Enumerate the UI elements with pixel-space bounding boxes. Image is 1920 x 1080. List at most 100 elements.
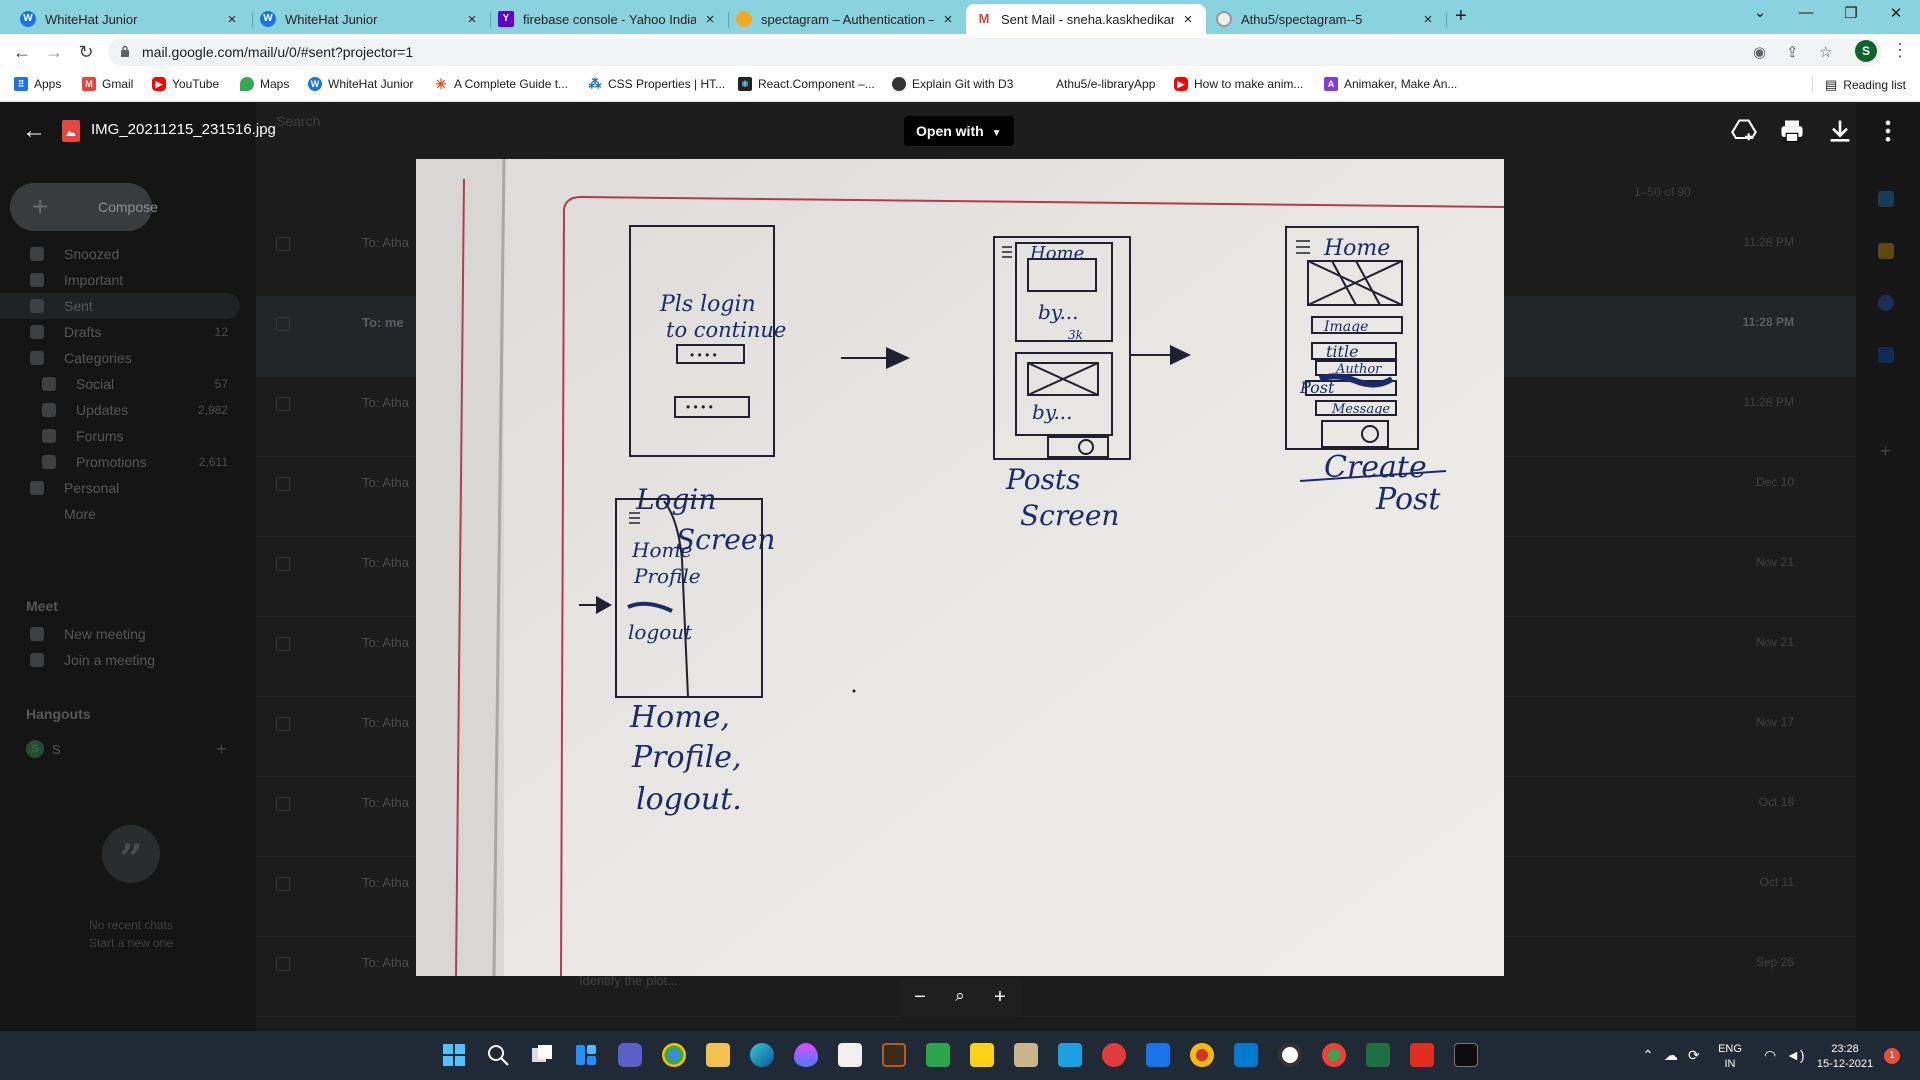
microsoft-store-icon[interactable] — [838, 1043, 862, 1067]
wifi-icon[interactable]: ◠ — [1764, 1047, 1777, 1063]
bookmark-animaker[interactable]: A Animaker, Make An... — [1324, 77, 1457, 91]
more-vert-icon[interactable] — [1874, 117, 1902, 145]
row-checkbox[interactable] — [276, 717, 290, 731]
bookmark-github[interactable]: Athu5/e-libraryApp — [1036, 77, 1155, 91]
remote-desktop-icon[interactable] — [1058, 1043, 1082, 1067]
restore-icon[interactable]: ❐ — [1844, 5, 1858, 22]
show-hidden-icons-icon[interactable]: ⌃ — [1642, 1047, 1654, 1063]
bookmark-git-d3[interactable]: Explain Git with D3 — [892, 77, 1013, 91]
close-tab-icon[interactable]: × — [705, 10, 715, 28]
eye-icon[interactable]: ◉ — [1753, 44, 1767, 61]
meet-join[interactable]: Join a meeting — [0, 647, 240, 673]
browser-tab[interactable]: W WhiteHat Junior × — [250, 4, 490, 34]
video-editor-icon[interactable] — [1146, 1043, 1170, 1067]
sticky-notes-icon[interactable] — [970, 1043, 994, 1067]
language-indicator[interactable]: ENG IN — [1712, 1043, 1748, 1070]
widgets-icon[interactable] — [574, 1043, 598, 1067]
print-icon[interactable] — [1778, 117, 1806, 145]
bookmark-maps[interactable]: Maps — [240, 77, 289, 91]
compose-button[interactable]: + Compose — [10, 183, 158, 231]
chrome-icon[interactable] — [662, 1043, 686, 1067]
excel-icon[interactable] — [1366, 1043, 1390, 1067]
nav-sent[interactable]: Sent — [0, 293, 240, 319]
search-input[interactable]: Search — [276, 113, 321, 129]
search-icon[interactable] — [486, 1043, 510, 1067]
open-with-button[interactable]: Open with▼ — [904, 116, 1014, 146]
zoom-in-button[interactable]: + — [994, 986, 1006, 1008]
bookmark-react[interactable]: ⚛ React.Component –... — [738, 77, 875, 91]
file-explorer-icon[interactable] — [706, 1043, 730, 1067]
minecraft-icon[interactable] — [882, 1043, 906, 1067]
row-checkbox[interactable] — [276, 797, 290, 811]
profile-avatar[interactable]: S — [1855, 40, 1877, 62]
bookmark-css-tricks[interactable]: ✳ A Complete Guide t... — [434, 77, 568, 91]
reading-list[interactable]: ▤ Reading list — [1812, 77, 1906, 93]
clock[interactable]: 23:28 15-12-2021 — [1810, 1043, 1880, 1070]
zoom-magnifier-icon[interactable]: ⌕ — [955, 986, 965, 1005]
teams-chat-icon[interactable] — [618, 1043, 642, 1067]
vscode-icon[interactable] — [1234, 1043, 1258, 1067]
edge-icon[interactable] — [750, 1043, 774, 1067]
bookmark-apps[interactable]: ⠿ Apps — [14, 77, 61, 91]
share-icon[interactable]: ⇪ — [1786, 44, 1799, 61]
keep-icon[interactable] — [1878, 243, 1894, 259]
task-view-icon[interactable] — [530, 1043, 554, 1067]
bookmark-gmail[interactable]: M Gmail — [82, 77, 133, 91]
bookmark-youtube-anim[interactable]: ▶ How to make anim... — [1174, 77, 1303, 91]
download-icon[interactable] — [1826, 117, 1854, 145]
browser-tab[interactable]: spectagram – Authentication – Fi × — [726, 4, 966, 34]
browser-tab[interactable]: Athu5/spectagram--5 × — [1206, 4, 1446, 34]
zoom-out-button[interactable]: − — [914, 986, 926, 1008]
bookmark-youtube[interactable]: ▶ YouTube — [152, 77, 219, 91]
contacts-icon[interactable] — [1878, 347, 1894, 363]
sync-icon[interactable]: ⟳ — [1688, 1047, 1700, 1063]
camera-icon[interactable] — [1102, 1043, 1126, 1067]
meet-new-meeting[interactable]: New meeting — [0, 621, 240, 647]
nav-personal[interactable]: Personal — [0, 475, 240, 501]
minimize-icon[interactable]: — — [1798, 4, 1814, 21]
reload-icon[interactable]: ↻ — [78, 42, 94, 62]
forward-icon[interactable]: → — [45, 42, 63, 62]
add-chat-icon[interactable]: + — [216, 739, 227, 759]
volume-icon[interactable]: ◄) — [1786, 1047, 1805, 1063]
back-icon[interactable]: ← — [13, 42, 31, 62]
add-addon-icon[interactable]: + — [1880, 441, 1891, 461]
photos-app-icon[interactable] — [1014, 1043, 1038, 1067]
close-tab-icon[interactable]: × — [227, 10, 237, 28]
browser-tab[interactable]: Y firebase console - Yahoo India Se × — [488, 4, 728, 34]
row-checkbox[interactable] — [276, 637, 290, 651]
nav-snoozed[interactable]: Snoozed — [0, 241, 240, 267]
bookmark-whitehat[interactable]: W WhiteHat Junior — [308, 77, 413, 91]
close-window-icon[interactable]: ✕ — [1889, 5, 1903, 22]
address-bar[interactable]: mail.google.com/mail/u/0/#sent?projector… — [108, 38, 1882, 66]
new-tab-button[interactable]: + — [1455, 5, 1467, 27]
close-tab-icon[interactable]: × — [1423, 10, 1433, 28]
row-checkbox[interactable] — [276, 957, 290, 971]
calendar-icon[interactable] — [1878, 191, 1894, 207]
charts-app-icon[interactable] — [926, 1043, 950, 1067]
browser-tab-active[interactable]: M Sent Mail - sneha.kaskhedikar@g × — [966, 4, 1206, 34]
close-tab-icon[interactable]: × — [1183, 10, 1193, 28]
notification-badge[interactable]: 1 — [1884, 1048, 1900, 1064]
tasks-icon[interactable] — [1878, 295, 1894, 311]
paint-3d-icon[interactable] — [794, 1043, 818, 1067]
chrome-app-icon[interactable] — [1322, 1043, 1346, 1067]
chrome-profile-icon[interactable] — [1190, 1043, 1214, 1067]
nav-categories[interactable]: Categories — [0, 345, 240, 371]
add-to-drive-icon[interactable] — [1730, 117, 1758, 145]
close-tab-icon[interactable]: × — [467, 10, 477, 28]
start-new-chat[interactable]: Start a new one — [88, 936, 174, 950]
photo-preview[interactable]: Pls login to continue Login Screen • • •… — [416, 159, 1504, 976]
browser-tab[interactable]: W WhiteHat Junior × — [10, 4, 250, 34]
terminal-icon[interactable] — [1454, 1043, 1478, 1067]
row-checkbox[interactable] — [276, 877, 290, 891]
tab-search-icon[interactable]: ⌄ — [1753, 4, 1767, 21]
close-tab-icon[interactable]: × — [943, 10, 953, 28]
row-checkbox[interactable] — [276, 237, 290, 251]
windows-start-icon[interactable] — [442, 1043, 466, 1067]
